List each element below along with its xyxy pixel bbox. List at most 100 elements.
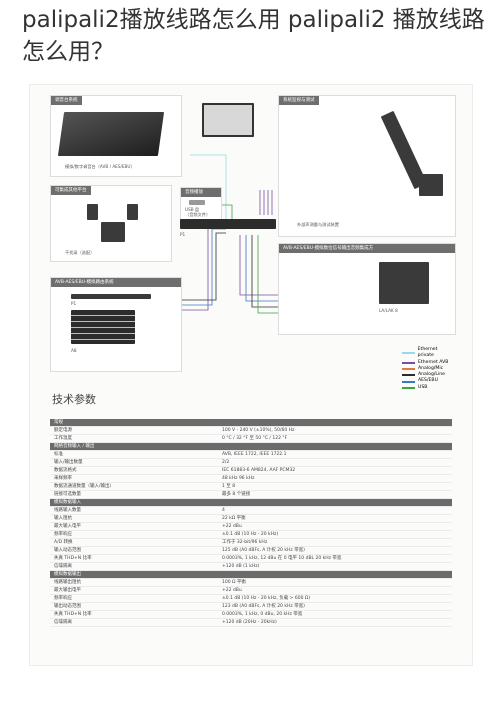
spec-value: +120 dB (20Hz - 20kHz) (218, 618, 452, 627)
spec-value (218, 570, 452, 579)
spec-value: 2/2 (218, 458, 452, 467)
spec-value: 4 (218, 506, 452, 515)
spec-value: 最多 8 个链接 (218, 490, 452, 499)
spec-value: 工作于 32-bit/96 kHz (218, 538, 452, 547)
spec-value: 0.0003%, 1 kHz, 12 dBu 在 0 电平 10 dBL 20 … (218, 554, 452, 563)
spec-row: 频率响应±0.1 dB (10 Hz - 20 kHz, 负载 > 600 Ω) (50, 594, 452, 603)
spec-row: 链接可选数量最多 8 个链接 (50, 490, 452, 499)
console-caption: 模拟/数字调音台（AVB / AES/EBU） (65, 164, 135, 169)
spec-section-row: 模拟数据输入 (50, 498, 452, 507)
legend-label: AES/EBU (418, 378, 438, 384)
panel-header: AVB-AES/EBU-模拟数位信号输出音频集成方 (279, 244, 455, 253)
subwoofer-image (101, 222, 125, 242)
legend-item: Ethernet private (402, 347, 454, 360)
spec-row: 信噪隔离+120 dB (1 kHz) (50, 562, 452, 571)
spec-value: 123 dB (A0 dBFs, A 计权 20 kHz 带宽) (218, 602, 452, 611)
spec-key: 输入阻抗 (50, 514, 218, 523)
mixing-console-image (57, 112, 165, 156)
measure-caption: 外部声测量与测试装置 (297, 222, 339, 227)
lak8-caption: LA/LAK 8 (379, 308, 398, 313)
p1-processor-image (180, 219, 276, 229)
spec-key: 失真 THD+N 比率 (50, 610, 218, 619)
legend-item: Analog/Line (402, 372, 454, 378)
legend-swatch (402, 368, 415, 371)
spec-row: 最大输入电平+22 dBu (50, 522, 452, 531)
spec-section-row: 模拟数据输出 (50, 570, 452, 579)
a8-stack-image (71, 310, 135, 344)
spec-key: 线路输出阻抗 (50, 578, 218, 587)
speaker-right-image (127, 204, 138, 220)
lak8-rack-image (379, 262, 429, 304)
legend-item: Analog/Mic (402, 366, 454, 372)
spec-row: A/D 转换工作于 32-bit/96 kHz (50, 538, 452, 547)
spec-value: ±0.1 dB (10 Hz - 20 kHz) (218, 530, 452, 539)
spec-value: 1 至 8 (218, 482, 452, 491)
speaker-left-image (87, 204, 98, 220)
spec-value: 125 dB (A0 dBFs, A 计权 20 kHz 带宽) (218, 546, 452, 555)
legend-label: Ethernet AVB (418, 359, 449, 365)
spec-key: 额定电源 (50, 426, 218, 435)
legend-label: Ethernet private (417, 347, 438, 359)
spec-value: 48 kHz 96 kHz (218, 474, 452, 483)
spec-key: 数据流格式 (50, 466, 218, 475)
spec-section-row: 网络音频输入 / 输出 (50, 442, 452, 451)
spec-key: A/D 转换 (50, 538, 218, 547)
spec-key: 线路输入数量 (50, 506, 218, 515)
spec-value: 0.0003%, 1 kHz, 0 dBu, 20 kHz 带宽 (218, 610, 452, 619)
spec-key: 模拟数据输出 (50, 570, 218, 579)
legend-swatch (402, 380, 415, 383)
legend-item: AES/EBU (402, 378, 454, 384)
panel-integration: 可集成其他平台 干扰录（选配） (50, 185, 172, 262)
recorder-caption: 干扰录（选配） (65, 250, 95, 255)
laptop-image (202, 103, 254, 137)
usb-source-caption: USB 盘 (185, 207, 200, 212)
legend-label: USB (418, 384, 428, 390)
a8-caption: A8 (71, 348, 77, 353)
usb-sub-caption: （音频文件） (185, 212, 211, 217)
spec-key: 网络音频输入 / 输出 (50, 442, 218, 451)
panel-console: 调音台系统 模拟/数字调音台（AVB / AES/EBU） (50, 95, 182, 177)
spec-value: AVB, IEEE 1722, IEEE 1722.1 (218, 450, 452, 459)
spec-value (218, 442, 452, 451)
spec-key: 标准 (50, 450, 218, 459)
spec-value: +22 dBu (218, 586, 452, 595)
panel-usb-playback: 音频播放 USB 盘 （音频文件） (180, 187, 222, 221)
spec-key: 频率响应 (50, 530, 218, 539)
p1-label: P1 (180, 232, 186, 237)
spec-value: 22 kΩ 平衡 (218, 514, 452, 523)
spec-value: 100 Ω 平衡 (218, 578, 452, 587)
spec-key: 输入/输出数量 (50, 458, 218, 467)
legend-swatch (402, 374, 415, 377)
spec-key: 输出动态范围 (50, 602, 218, 611)
spec-key: 链接可选数量 (50, 490, 218, 499)
spec-key: 失真 THD+N 比率 (50, 554, 218, 563)
usb-drive-icon (189, 200, 205, 205)
spec-key: 模拟数据输入 (50, 498, 218, 507)
spec-row: 信噪隔离+120 dB (20Hz - 20kHz) (50, 618, 452, 627)
panel-header: 音频播放 (181, 188, 221, 197)
spec-key: 工作温度 (50, 434, 218, 443)
panel-output: AVB-AES/EBU-模拟数位信号输出音频集成方 LA/LAK 8 (278, 243, 456, 335)
spec-value (218, 419, 452, 427)
spec-key: 频率响应 (50, 594, 218, 603)
legend-swatch (402, 386, 415, 389)
spec-key: 最大输入电平 (50, 522, 218, 531)
legend-item: USB (402, 385, 454, 391)
legend-label: Analog/Mic (418, 365, 444, 371)
spec-key: 信噪隔离 (50, 562, 218, 571)
spec-value: IEC 61883-6 AM824, AAF PCM32 (218, 466, 452, 475)
panel-routing: AVB-AES/EBU-模拟路由系统 P1 A8 (50, 277, 182, 372)
panel-monitoring: 系统监视与测试 外部声测量与测试装置 (278, 95, 456, 237)
spec-row: 最大输出电平+22 dBu (50, 586, 452, 595)
